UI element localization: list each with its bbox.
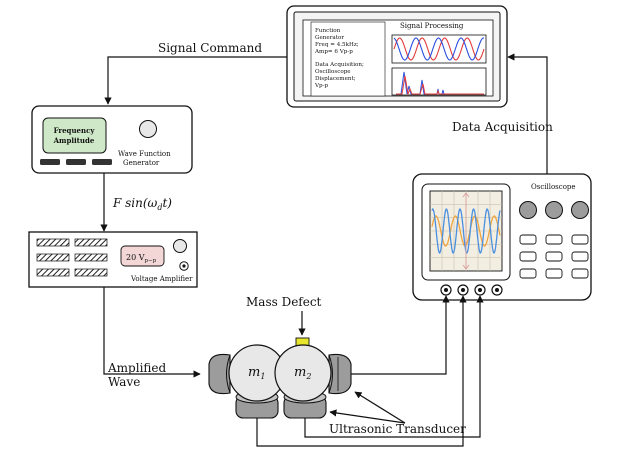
voltage-amplifier: 20 Vp−p Voltage Amplifier: [28, 231, 198, 288]
spectrum-trace: [396, 71, 484, 96]
sp-line-4: Amp= 6 Vp-p: [314, 49, 353, 55]
mass-2-label: m2: [294, 365, 311, 381]
osc-knob-2: [545, 201, 563, 219]
amplifier-label: Voltage Amplifier: [130, 275, 193, 283]
vent-3: [36, 253, 70, 262]
amplifier-display: [120, 245, 165, 267]
generator-label-2: Generator: [123, 159, 160, 167]
generator-key-1: [40, 159, 60, 165]
sp-line-7: Oscilloscope: [315, 69, 351, 75]
signal-command-label: Signal Command: [158, 41, 262, 55]
vent-1: [36, 238, 70, 247]
osc-input-ports: [440, 284, 503, 296]
time-trace-red: [393, 37, 485, 61]
frequency-label: Frequency: [54, 126, 96, 135]
osc-button-grid: [519, 234, 589, 279]
signal-processing-monitor: Signal Processing Function Generator Fre…: [286, 5, 508, 108]
frequency-amplitude-panel: [42, 117, 107, 154]
signal-command-connector: Signal Command: [104, 41, 287, 105]
amplifier-display-text: 20 Vp−p: [126, 253, 157, 264]
sp-line-2: Generator: [315, 35, 344, 41]
force-label: F sin(ωdt): [112, 196, 172, 212]
left-transducer: [208, 353, 231, 395]
mass-1-label: m1: [248, 365, 265, 381]
sp-line-1: Function: [315, 28, 341, 34]
mass-defect: Mass Defect: [246, 295, 322, 351]
sensor-wires: [256, 295, 484, 447]
wave-label: Wave: [108, 375, 140, 389]
data-acquisition-label: Data Acquisition: [452, 120, 553, 134]
right-transducer: [328, 353, 352, 395]
vent-2: [74, 238, 108, 247]
generator-knob: [139, 120, 157, 138]
sp-line-9: Vp-p: [314, 83, 329, 89]
oscilloscope: Oscilloscope: [412, 173, 592, 301]
vent-4: [74, 253, 108, 262]
ultrasonic-transducer-callout: Ultrasonic Transducer: [329, 391, 466, 436]
osc-knob-1: [519, 201, 537, 219]
generator-label-1: Wave Function: [118, 150, 171, 158]
amplifier-knob: [173, 239, 187, 253]
amplified-wave-connector: Amplified Wave: [103, 287, 201, 389]
mass-2: [274, 344, 332, 402]
sp-line-6: Data Acquisition;: [315, 62, 364, 68]
ultrasonic-transducer-label: Ultrasonic Transducer: [329, 422, 466, 436]
amplitude-label: Amplitude: [53, 136, 95, 145]
oscilloscope-label: Oscilloscope: [531, 183, 576, 191]
mass-defect-label: Mass Defect: [246, 295, 322, 309]
time-trace-blue: [393, 37, 485, 61]
vent-5: [36, 268, 70, 277]
sp-line-8: Displacement;: [315, 76, 356, 82]
generator-key-2: [66, 159, 86, 165]
amplified-label: Amplified: [107, 361, 167, 375]
wave-function-generator: Frequency Amplitude Wave Function Genera…: [31, 105, 193, 174]
dimer-assembly: m1 m2: [208, 344, 352, 419]
signal-processing-title: Signal Processing: [400, 22, 464, 30]
force-connector: F sin(ωdt): [100, 173, 172, 232]
generator-key-3: [92, 159, 112, 165]
sp-line-3: Freq = 4.5kHz;: [315, 42, 359, 48]
data-acquisition-connector: Data Acquisition: [452, 53, 553, 174]
vent-6: [74, 268, 108, 277]
osc-knob-3: [571, 201, 589, 219]
